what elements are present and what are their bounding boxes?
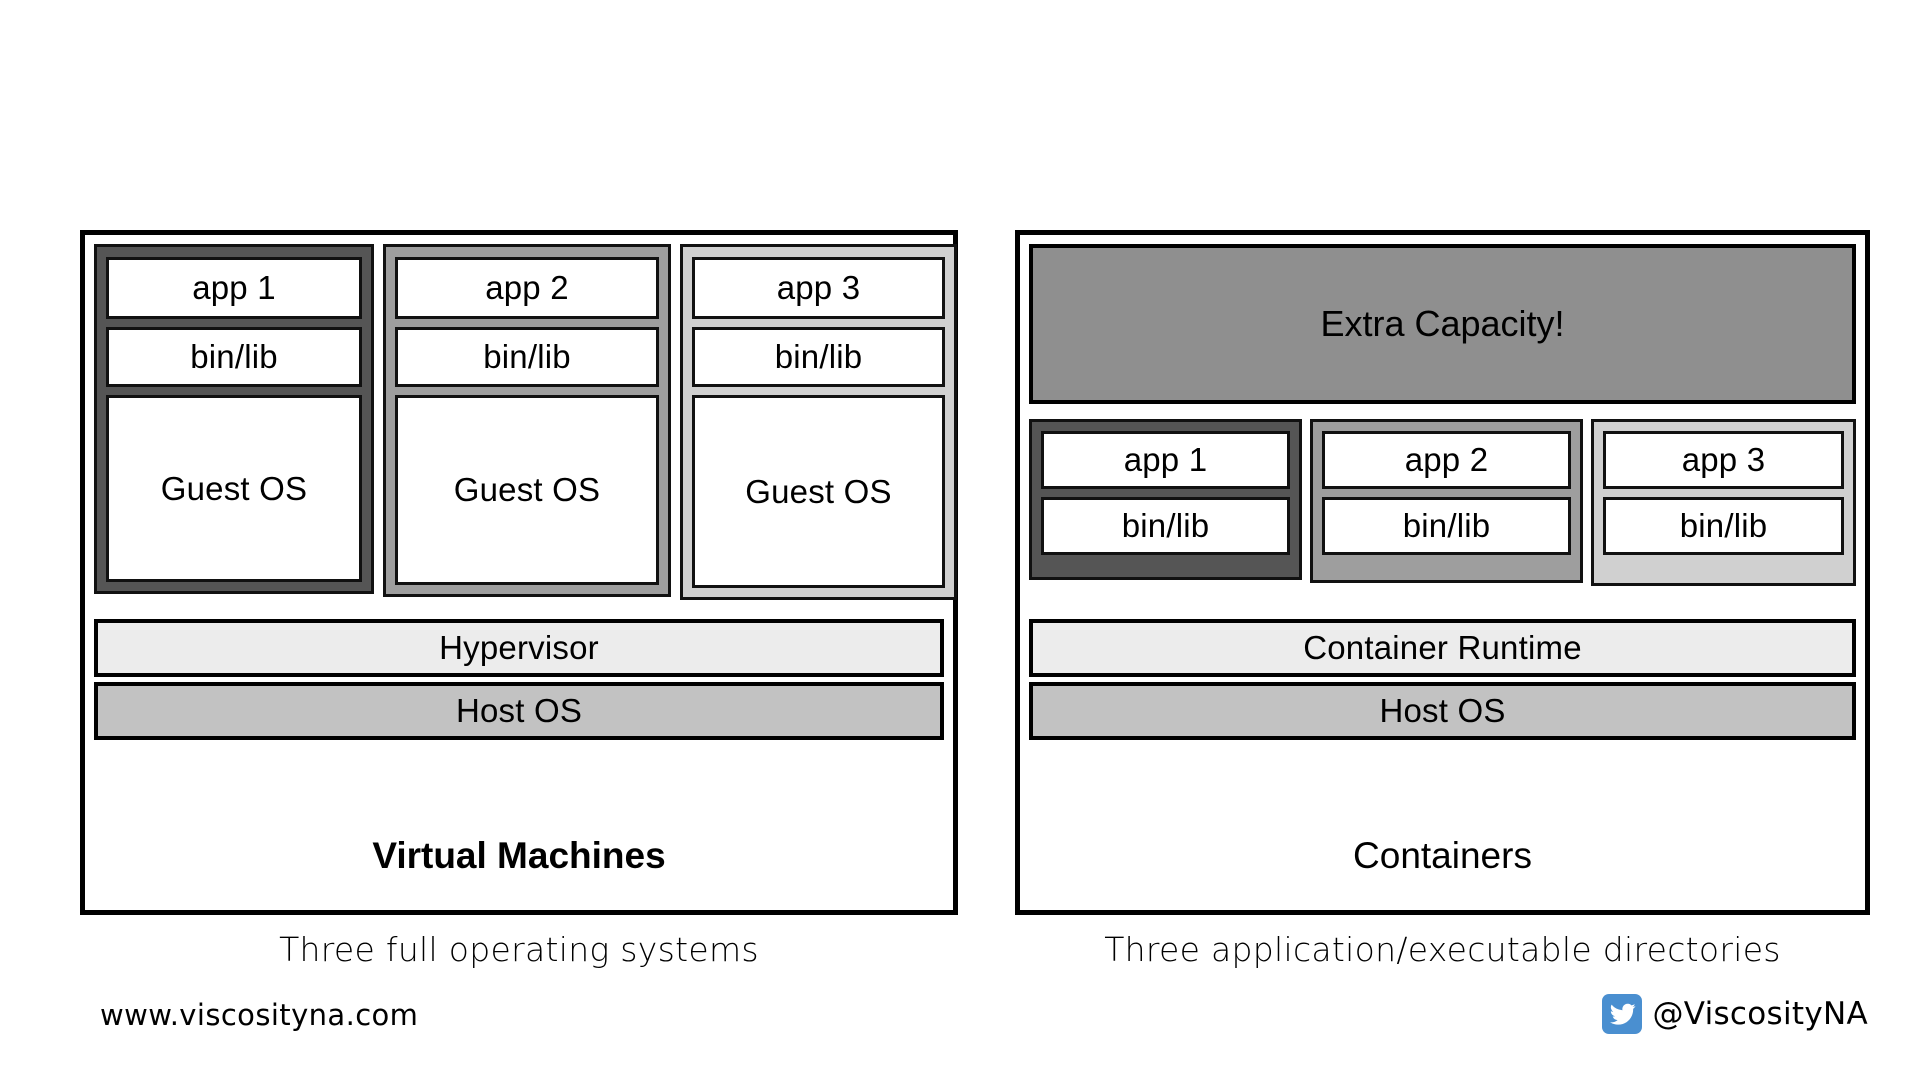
container-runtime-row: Container Runtime — [1029, 619, 1856, 677]
vm-3-binlib-box: bin/lib — [692, 327, 945, 387]
caption-virtual-machines: Three full operating systems — [279, 930, 759, 969]
vm-2-binlib-box: bin/lib — [395, 327, 659, 387]
extra-capacity-box: Extra Capacity! — [1029, 244, 1856, 404]
vm-2-app-box: app 2 — [395, 257, 659, 319]
virtual-machines-title: Virtual Machines — [372, 835, 666, 876]
vm-3-app-box: app 3 — [692, 257, 945, 319]
containers-title: Containers — [1353, 835, 1532, 876]
ct-1-binlib-box: bin/lib — [1041, 497, 1290, 555]
vm-stack-3: app 3 bin/lib Guest OS — [680, 244, 957, 600]
ct-3-binlib-box: bin/lib — [1603, 497, 1844, 555]
host-os-row-containers: Host OS — [1029, 682, 1856, 740]
footer-website[interactable]: www.viscosityna.com — [100, 998, 419, 1032]
footer-social-handle[interactable]: @ViscosityNA — [1652, 996, 1868, 1032]
container-stack-3: app 3 bin/lib — [1591, 419, 1856, 586]
caption-containers: Three application/executable directories — [1104, 930, 1781, 969]
ct-2-binlib-box: bin/lib — [1322, 497, 1571, 555]
hypervisor-row: Hypervisor — [94, 619, 944, 677]
containers-panel: Extra Capacity! app 1 bin/lib app 2 bin/… — [1015, 230, 1870, 915]
twitter-bird-icon[interactable] — [1602, 994, 1643, 1034]
vm-stack-2: app 2 bin/lib Guest OS — [383, 244, 671, 597]
virtual-machines-panel: app 1 bin/lib Guest OS app 2 bin/lib Gue… — [80, 230, 958, 915]
ct-2-app-box: app 2 — [1322, 431, 1571, 489]
vm-2-guest-os-box: Guest OS — [395, 395, 659, 585]
ct-1-app-box: app 1 — [1041, 431, 1290, 489]
ct-3-app-box: app 3 — [1603, 431, 1844, 489]
vm-1-guest-os-box: Guest OS — [106, 395, 362, 582]
vm-1-binlib-box: bin/lib — [106, 327, 362, 387]
vm-3-guest-os-box: Guest OS — [692, 395, 945, 588]
vm-stack-1: app 1 bin/lib Guest OS — [94, 244, 374, 594]
host-os-row-vm: Host OS — [94, 682, 944, 740]
vm-1-app-box: app 1 — [106, 257, 362, 319]
container-stack-2: app 2 bin/lib — [1310, 419, 1583, 583]
container-stack-1: app 1 bin/lib — [1029, 419, 1302, 580]
footer-social-group[interactable]: @ViscosityNA — [1602, 994, 1868, 1034]
